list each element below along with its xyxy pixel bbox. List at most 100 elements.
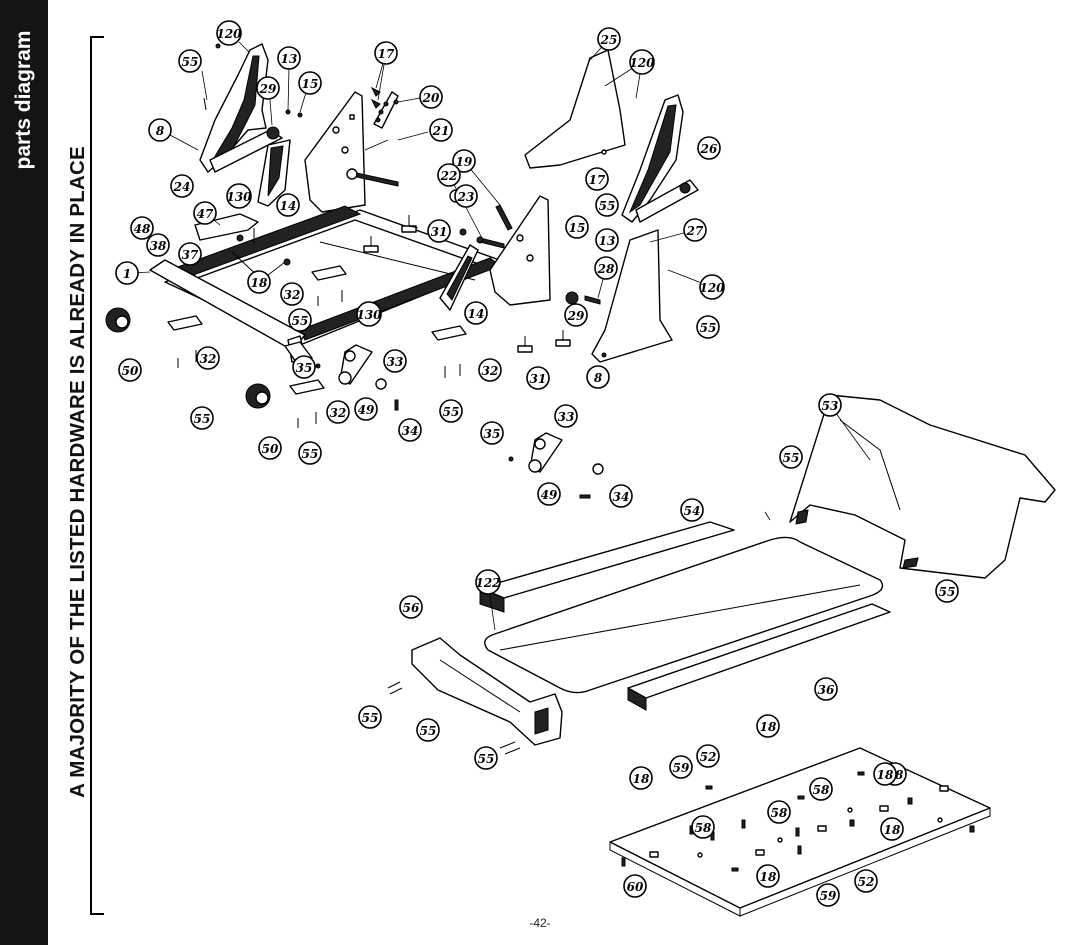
callout-28: 28 [594,256,618,280]
callout-number: 122 [475,576,500,590]
callout-36: 36 [814,677,838,701]
callout-number: 55 [478,752,495,766]
callout-number: 38 [150,239,167,253]
callout-number: 52 [858,875,875,889]
callout-55: 55 [474,746,498,770]
callout-18: 18 [756,714,780,738]
callout-27: 27 [683,218,707,242]
callout-number: 58 [771,806,788,820]
callout-55: 55 [935,579,959,603]
belt-122 [484,536,884,694]
callout-55: 55 [358,705,382,729]
callout-48: 48 [130,216,154,240]
callout-number: 50 [262,442,279,456]
wire-21 [364,139,389,151]
spring-19 [495,204,513,231]
callout-26: 26 [697,136,721,160]
callout-8: 8 [586,365,610,389]
callout-120: 120 [699,274,725,300]
wheels-50 [105,307,271,409]
callout-number: 37 [182,248,199,262]
callout-14: 14 [276,193,300,217]
callout-number: 54 [684,504,701,518]
callout-number: 130 [226,190,252,204]
callout-number: 18 [633,772,650,786]
callout-18: 18 [247,270,271,294]
callout-58: 58 [809,777,833,801]
side-tab: parts diagram [0,0,48,945]
callout-56: 56 [399,595,423,619]
callout-130: 130 [356,301,382,327]
circuit-board [373,91,399,129]
callout-52: 52 [854,869,878,893]
callout-55: 55 [288,308,312,332]
bolt-22 [476,236,505,249]
callout-50: 50 [118,358,142,382]
callout-number: 26 [700,142,718,156]
callout-50: 50 [258,436,282,460]
callout-20: 20 [419,85,443,109]
callout-49: 49 [354,397,378,421]
callout-number: 14 [468,307,485,321]
callout-number: 53 [822,399,839,413]
callout-number: 58 [813,783,830,797]
callout-number: 55 [292,314,309,328]
small-hardware [177,43,604,499]
callout-number: 18 [251,276,268,290]
motor-hood-53 [789,394,1056,579]
callout-number: 31 [530,372,547,386]
front-handle-47 [194,213,259,244]
callout-number: 28 [597,262,615,276]
right-upright-cover-25 [524,49,626,169]
callout-number: 34 [402,424,419,438]
callout-number: 55 [700,321,717,335]
callout-33: 33 [554,404,578,428]
callout-22: 22 [437,163,461,187]
left-handrail-cover [257,139,291,207]
callout-32: 32 [196,346,220,370]
callout-number: 49 [541,488,558,502]
axle-bolt [346,168,399,187]
callout-number: 22 [440,169,458,183]
callout-number: 35 [296,361,313,375]
callout-58: 58 [691,815,715,839]
left-upright-cover [199,43,283,173]
callout-number: 55 [939,585,956,599]
callout-33: 33 [383,349,407,373]
right-side-bracket [489,195,579,306]
callout-number: 13 [599,234,616,248]
callout-number: 55 [783,451,800,465]
callout-number: 14 [280,199,297,213]
callout-number: 27 [686,224,704,238]
callout-number: 55 [194,412,211,426]
callout-number: 8 [156,124,165,138]
callout-number: 120 [216,27,242,41]
callout-number: 55 [599,199,616,213]
callout-number: 18 [884,823,901,837]
callout-34: 34 [398,418,422,442]
callout-32: 32 [280,282,304,306]
callout-number: 55 [420,724,437,738]
callout-number: 31 [431,225,448,239]
callout-34: 34 [609,484,633,508]
callout-55: 55 [696,315,720,339]
callout-number: 36 [818,683,835,697]
pads-32 [167,265,467,395]
callout-55: 55 [416,718,440,742]
callout-25: 25 [597,27,621,51]
base-frame [149,205,506,363]
callout-130: 130 [226,183,252,209]
callout-number: 52 [700,750,717,764]
callout-number: 18 [760,720,777,734]
callout-24: 24 [170,174,194,198]
callout-number: 55 [362,711,379,725]
callout-number: 33 [558,410,575,424]
callout-number: 1 [123,267,131,281]
callout-53: 53 [818,393,842,417]
callout-number: 23 [457,190,475,204]
callout-number: 15 [569,221,586,235]
callout-number: 50 [122,364,139,378]
callout-58: 58 [767,800,791,824]
callout-18: 18 [756,864,780,888]
